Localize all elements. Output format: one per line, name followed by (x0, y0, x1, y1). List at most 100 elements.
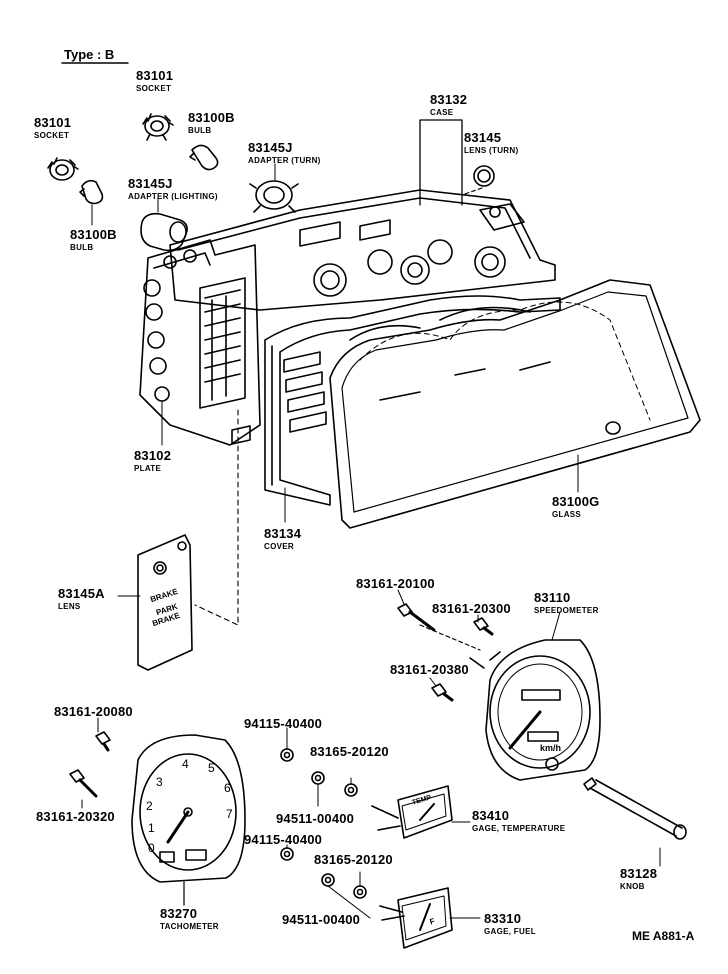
tach-numeral-1: 1 (148, 821, 155, 835)
socket-left-drawing (47, 157, 79, 181)
tach-numeral-4: 4 (182, 757, 189, 771)
part-number: 83100B (70, 227, 117, 242)
part-label-83145J-turn: 83145J ADAPTER (TURN) (248, 140, 321, 165)
part-name: COVER (264, 542, 294, 551)
part-label-83310: 83310 GAGE, FUEL (484, 911, 536, 936)
part-number: 83161-20320 (36, 809, 115, 824)
knob-drawing (583, 777, 687, 840)
part-label-94511-00400-b: 94511-00400 (282, 912, 360, 928)
part-name: TACHOMETER (160, 922, 219, 931)
part-number: 94511-00400 (282, 912, 361, 927)
part-name: SOCKET (34, 131, 70, 140)
leader-83110 (551, 611, 561, 641)
part-number: 83100B (188, 110, 235, 125)
part-label-83132: 83132 CASE (430, 92, 467, 117)
leader-83161-20100 (397, 589, 405, 605)
plate-drawing (139, 239, 261, 446)
speedometer-drawing (469, 639, 601, 781)
nut-94115-b-drawing (280, 847, 294, 861)
cover-drawing (264, 295, 561, 506)
leader-94511-b (327, 885, 371, 919)
temp-gauge-drawing (371, 785, 453, 839)
part-name: KNOB (620, 882, 645, 891)
lens-turn-drawing (473, 165, 495, 187)
part-label-83145J-lighting: 83145J ADAPTER (LIGHTING) (128, 176, 218, 201)
tach-numeral-2: 2 (146, 799, 153, 813)
part-label-83161-20080: 83161-20080 (54, 704, 133, 720)
tach-numeral-7: 7 (226, 807, 233, 821)
diagram-code: ME A881-A (632, 929, 695, 943)
part-label-83100B-upper: 83100B BULB (188, 110, 235, 135)
part-number: 83128 (620, 866, 658, 881)
part-name: ADAPTER (TURN) (248, 156, 321, 165)
part-number: 94511-00400 (276, 811, 355, 826)
part-number: 83145 (464, 130, 502, 145)
part-label-83128: 83128 KNOB (620, 866, 657, 891)
tach-numeral-6: 6 (224, 781, 231, 795)
part-label-94511-00400-a: 94511-00400 (276, 811, 354, 827)
part-label-83100G: 83100G GLASS (552, 494, 599, 519)
part-label-94115-40400-a: 94115-40400 (244, 716, 322, 732)
part-label-83161-20300: 83161-20300 (432, 601, 511, 617)
part-name: BULB (70, 243, 94, 252)
part-label-83161-20380: 83161-20380 (390, 662, 469, 678)
part-label-83100B-left: 83100B BULB (70, 227, 117, 252)
adapter-lighting-drawing (140, 212, 188, 252)
bulb-left-drawing (79, 179, 104, 205)
washer-94511-b-drawing (321, 873, 335, 887)
part-name: LENS (TURN) (464, 146, 519, 155)
part-name: CASE (430, 108, 454, 117)
part-number: 94115-40400 (244, 716, 323, 731)
tachometer-drawing (131, 734, 246, 906)
leader-plate-lens (194, 409, 239, 626)
part-number: 83100G (552, 494, 600, 509)
part-number: 83145J (248, 140, 293, 155)
part-name: GLASS (552, 510, 582, 519)
part-label-83102: 83102 PLATE (134, 448, 171, 473)
part-label-83165-20120-a: 83165-20120 (310, 744, 389, 760)
part-name: SPEEDOMETER (534, 606, 599, 615)
leader-lens-turn (461, 187, 483, 196)
part-number: 83165-20120 (314, 852, 393, 867)
part-number: 83145A (58, 586, 105, 601)
part-number: 83102 (134, 448, 172, 463)
part-number: 83101 (136, 68, 174, 83)
leader-speedo-screw (419, 624, 481, 651)
tach-numeral-0: 0 (148, 841, 155, 855)
tach-numeral-5: 5 (208, 761, 215, 775)
part-number: 83161-20100 (356, 576, 435, 591)
part-label-83161-20100: 83161-20100 (356, 576, 435, 592)
part-number: 83161-20380 (390, 662, 469, 677)
part-name: PLATE (134, 464, 162, 473)
part-number: 83134 (264, 526, 302, 541)
leader-83161-20380 (429, 677, 437, 687)
part-number: 83101 (34, 115, 72, 130)
part-number: 83410 (472, 808, 510, 823)
part-number: 83132 (430, 92, 468, 107)
part-label-83165-20120-b: 83165-20120 (314, 852, 393, 868)
part-label-83270: 83270 TACHOMETER (160, 906, 219, 931)
case-bracket (419, 119, 463, 206)
part-number: 83110 (534, 590, 571, 605)
part-label-83110: 83110 SPEEDOMETER (534, 590, 599, 615)
nut-83165-b-drawing (353, 885, 367, 899)
part-number: 83165-20120 (310, 744, 389, 759)
part-label-83145: 83145 LENS (TURN) (464, 130, 518, 155)
part-label-94115-40400-b: 94115-40400 (244, 832, 322, 848)
adapter-turn-drawing (249, 180, 299, 213)
speedo-unit-text: km/h (540, 743, 562, 753)
warning-lens-drawing (137, 534, 193, 671)
screw-83161-20080-drawing (95, 731, 111, 752)
part-label-83145A: 83145A LENS (58, 586, 105, 611)
part-number: 83145J (128, 176, 173, 191)
part-label-83101-upper: 83101 SOCKET (136, 68, 173, 93)
part-label-83161-20320: 83161-20320 (36, 809, 115, 825)
part-name: BULB (188, 126, 212, 135)
part-name: ADAPTER (LIGHTING) (128, 192, 218, 201)
type-label: Type : B (64, 47, 115, 62)
screw-83161-20320-drawing (69, 769, 98, 798)
bulb-upper-drawing (189, 144, 219, 171)
part-number: 83270 (160, 906, 198, 921)
part-number: 83161-20300 (432, 601, 511, 616)
